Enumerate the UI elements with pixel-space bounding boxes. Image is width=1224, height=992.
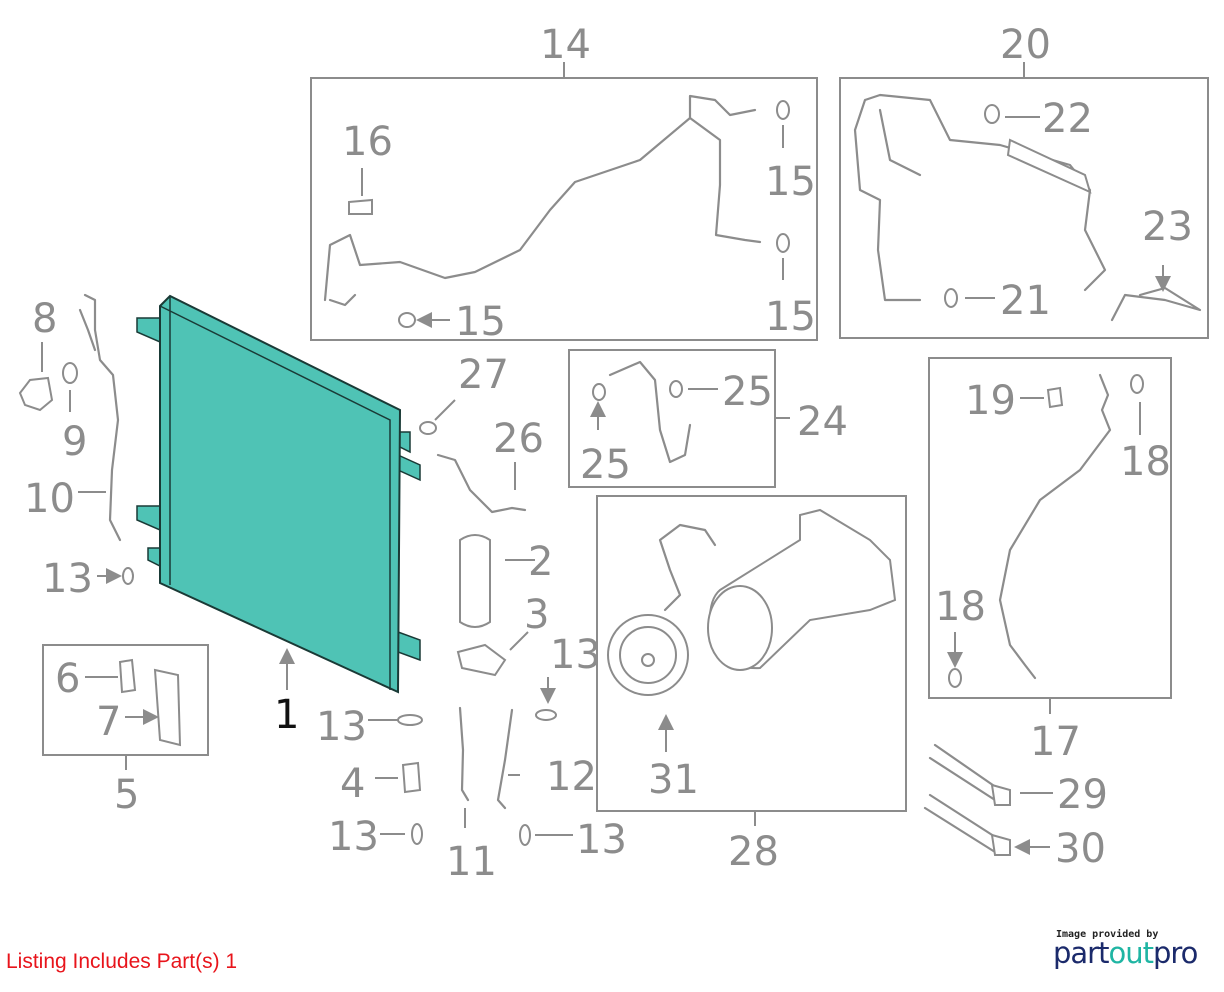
callout-24[interactable]: 24 xyxy=(797,399,848,445)
logo-out: out xyxy=(1108,936,1153,970)
callout-18[interactable]: 18 xyxy=(935,584,986,630)
callout-15[interactable]: 15 xyxy=(455,299,506,345)
callout-15[interactable]: 15 xyxy=(765,294,816,340)
callout-13[interactable]: 13 xyxy=(328,814,379,860)
callout-6[interactable]: 6 xyxy=(55,656,80,702)
callout-17[interactable]: 17 xyxy=(1030,719,1081,765)
callout-27[interactable]: 27 xyxy=(458,352,509,398)
callout-14[interactable]: 14 xyxy=(540,22,591,68)
callout-29[interactable]: 29 xyxy=(1057,772,1108,818)
callout-13[interactable]: 13 xyxy=(316,704,367,750)
callout-9[interactable]: 9 xyxy=(62,419,87,465)
callout-1[interactable]: 1 xyxy=(274,692,299,738)
callout-5[interactable]: 5 xyxy=(114,772,139,818)
callout-19[interactable]: 19 xyxy=(965,378,1016,424)
callout-labels: 14 20 16 15 15 15 22 23 21 8 9 10 13 27 … xyxy=(24,22,1193,885)
callout-4[interactable]: 4 xyxy=(340,761,365,807)
callout-31[interactable]: 31 xyxy=(648,757,699,803)
callout-12[interactable]: 12 xyxy=(546,754,597,800)
callout-22[interactable]: 22 xyxy=(1042,96,1093,142)
logo-pro: pro xyxy=(1152,936,1198,970)
callout-11[interactable]: 11 xyxy=(446,839,497,885)
callout-26[interactable]: 26 xyxy=(493,416,544,462)
logo-part: part xyxy=(1053,936,1109,970)
condenser-part-1[interactable] xyxy=(136,294,421,694)
image-credit: Image provided by xyxy=(1056,929,1159,940)
callout-25[interactable]: 25 xyxy=(580,442,631,488)
callout-13[interactable]: 13 xyxy=(42,556,93,602)
callout-25[interactable]: 25 xyxy=(722,369,773,415)
callout-7[interactable]: 7 xyxy=(96,699,121,745)
callout-13[interactable]: 13 xyxy=(550,632,601,678)
callout-8[interactable]: 8 xyxy=(32,296,57,342)
callout-18[interactable]: 18 xyxy=(1120,439,1171,485)
group-box-28 xyxy=(596,495,907,812)
callout-15[interactable]: 15 xyxy=(765,159,816,205)
callout-20[interactable]: 20 xyxy=(1000,22,1051,68)
callout-28[interactable]: 28 xyxy=(728,829,779,875)
group-box-14 xyxy=(310,77,818,341)
callout-10[interactable]: 10 xyxy=(24,476,75,522)
callout-21[interactable]: 21 xyxy=(1000,278,1051,324)
callout-13[interactable]: 13 xyxy=(576,817,627,863)
callout-16[interactable]: 16 xyxy=(342,119,393,165)
callout-3[interactable]: 3 xyxy=(524,592,549,638)
callout-2[interactable]: 2 xyxy=(528,539,553,585)
callout-23[interactable]: 23 xyxy=(1142,204,1193,250)
listing-note: Listing Includes Part(s) 1 xyxy=(6,950,238,973)
callout-30[interactable]: 30 xyxy=(1055,826,1106,872)
partoutpro-logo: partoutpro xyxy=(1053,936,1198,970)
